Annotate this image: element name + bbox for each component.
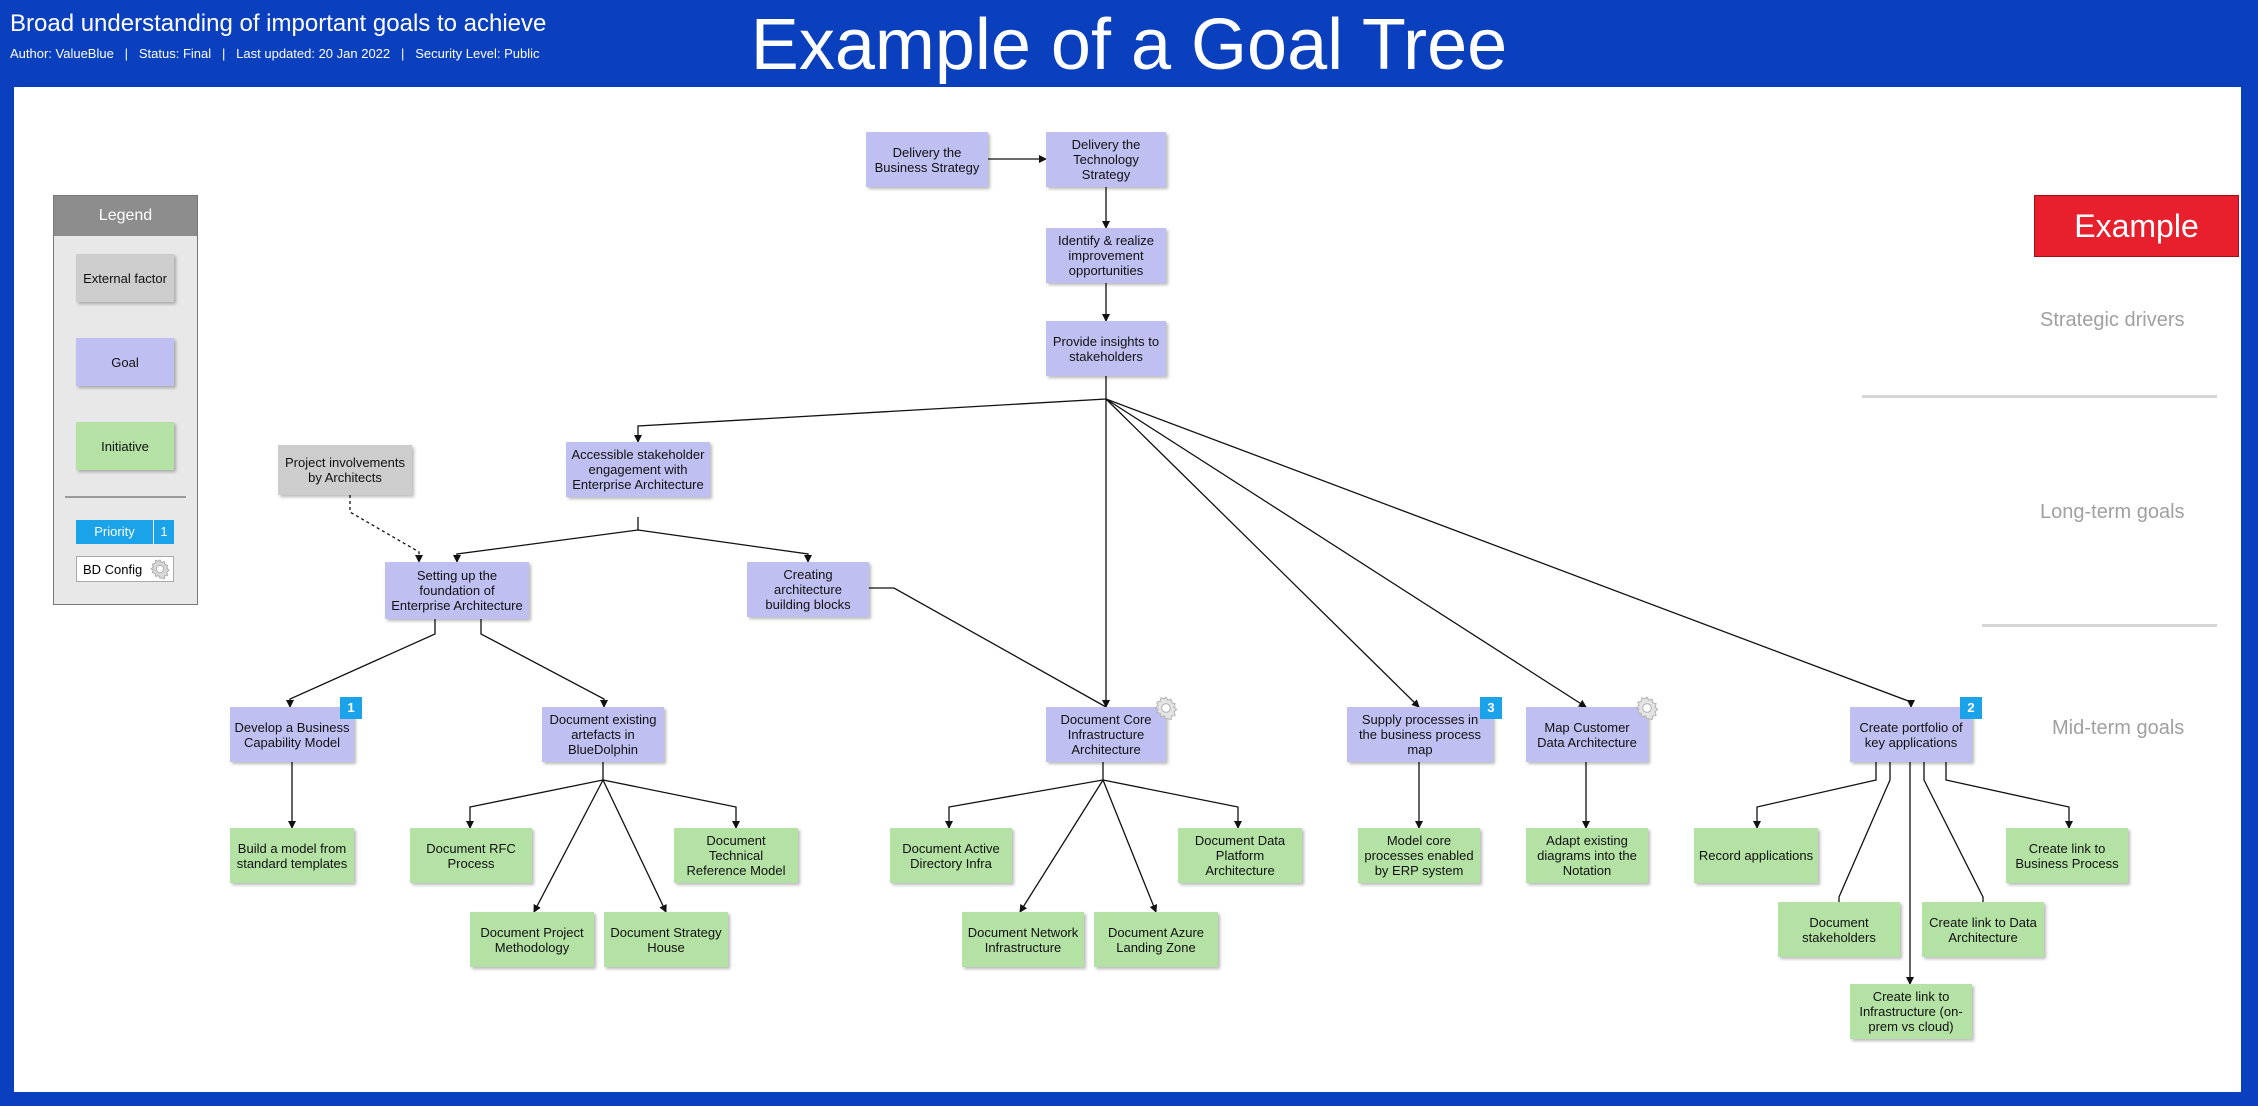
priority-badge: 2	[1960, 697, 1982, 719]
goal-develop-capability-model[interactable]: Develop a Business Capability Model	[230, 707, 354, 762]
initiative-document-project-methodology[interactable]: Document Project Methodology	[470, 912, 594, 967]
edge	[1105, 398, 1420, 708]
legend-panel: Legend External factor Goal Initiative P…	[53, 195, 198, 605]
legend-goal: Goal	[76, 338, 174, 386]
edge	[869, 587, 1107, 708]
zone-strategic-drivers: Strategic drivers	[2040, 309, 2185, 331]
initiative-document-active-directory[interactable]: Document Active Directory Infra	[890, 828, 1012, 883]
legend-initiative: Initiative	[76, 422, 174, 470]
edge	[602, 779, 667, 913]
edge	[1102, 779, 1242, 829]
edge	[1835, 762, 1891, 913]
legend-divider	[65, 496, 186, 498]
edge	[1945, 762, 2073, 829]
edge	[1923, 762, 1987, 913]
edge	[1105, 398, 1915, 708]
initiative-document-azure[interactable]: Document Azure Landing Zone	[1094, 912, 1218, 967]
zone-divider	[1982, 624, 2217, 627]
diagram-canvas: Legend External factor Goal Initiative P…	[14, 87, 2241, 1092]
edge	[1105, 398, 1587, 708]
initiative-document-stakeholders[interactable]: Document stakeholders	[1778, 902, 1900, 957]
edge	[1019, 779, 1104, 913]
initiative-document-network[interactable]: Document Network Infrastructure	[962, 912, 1084, 967]
initiative-record-applications[interactable]: Record applications	[1694, 828, 1818, 883]
legend-external-factor: External factor	[76, 254, 174, 302]
priority-badge: 3	[1480, 697, 1502, 719]
initiative-create-link-data[interactable]: Create link to Data Architecture	[1922, 902, 2044, 957]
initiative-document-strategy-house[interactable]: Document Strategy House	[604, 912, 728, 967]
gear-icon	[1154, 696, 1178, 721]
goal-identify-realize[interactable]: Identify & realize improvement opportuni…	[1046, 228, 1166, 283]
initiative-model-core-processes[interactable]: Model core processes enabled by ERP syst…	[1358, 828, 1480, 883]
goal-setting-foundation[interactable]: Setting up the foundation of Enterprise …	[385, 562, 529, 619]
goal-delivery-technology-strategy[interactable]: Delivery the Technology Strategy	[1046, 132, 1166, 187]
gear-icon	[150, 559, 170, 580]
example-badge: Example	[2034, 195, 2239, 257]
header-meta: Author: ValueBlue | Status: Final | Last…	[10, 46, 540, 61]
priority-badge: 1	[340, 697, 362, 719]
legend-title: Legend	[54, 196, 197, 236]
goal-create-portfolio[interactable]: Create portfolio of key applications	[1850, 707, 1972, 762]
goal-supply-processes[interactable]: Supply processes in the business process…	[1347, 707, 1493, 762]
legend-bd-config: BD Config	[76, 556, 174, 582]
legend-bd-config-label: BD Config	[83, 561, 143, 577]
edge	[286, 619, 436, 708]
edge	[634, 376, 1107, 443]
external-project-involvements[interactable]: Project involvements by Architects	[278, 445, 412, 495]
goal-creating-building-blocks[interactable]: Creating architecture building blocks	[747, 562, 869, 617]
header-subtitle: Broad understanding of important goals t…	[10, 10, 547, 37]
goal-accessible-engagement[interactable]: Accessible stakeholder engagement with E…	[566, 442, 710, 497]
initiative-document-data-platform[interactable]: Document Data Platform Architecture	[1178, 828, 1302, 883]
goal-document-artefacts[interactable]: Document existing artefacts in BlueDolph…	[542, 707, 664, 762]
edge	[533, 779, 604, 913]
edge	[453, 517, 639, 563]
goal-map-customer-data[interactable]: Map Customer Data Architecture	[1526, 707, 1648, 762]
gear-icon	[1635, 696, 1659, 721]
initiative-document-trm[interactable]: Document Technical Reference Model	[674, 828, 798, 883]
edge	[349, 495, 423, 563]
edge	[602, 779, 740, 829]
initiative-create-link-business-process[interactable]: Create link to Business Process	[2006, 828, 2128, 883]
zone-long-term-goals: Long-term goals	[2040, 501, 2185, 523]
edge	[480, 619, 608, 708]
edge	[1102, 779, 1158, 913]
legend-priority-value: 1	[160, 524, 168, 539]
initiative-adapt-diagrams[interactable]: Adapt existing diagrams into the Notatio…	[1526, 828, 1648, 883]
goal-delivery-business-strategy[interactable]: Delivery the Business Strategy	[866, 132, 988, 187]
edge	[1753, 762, 1877, 829]
legend-priority-label: Priority	[76, 520, 154, 544]
zone-mid-term-goals: Mid-term goals	[2052, 717, 2185, 739]
edge	[637, 529, 812, 563]
goal-provide-insights[interactable]: Provide insights to stakeholders	[1046, 321, 1166, 376]
initiative-build-model[interactable]: Build a model from standard templates	[230, 828, 354, 883]
edge	[945, 762, 1104, 829]
legend-priority: Priority 1	[76, 520, 174, 544]
zone-divider	[1862, 395, 2217, 398]
goal-document-core-infrastructure[interactable]: Document Core Infrastructure Architectur…	[1046, 707, 1166, 762]
initiative-create-link-infrastructure[interactable]: Create link to Infrastructure (on-prem v…	[1850, 984, 1972, 1039]
edge	[466, 762, 604, 829]
page-title: Example of a Goal Tree	[750, 5, 1508, 85]
initiative-document-rfc[interactable]: Document RFC Process	[410, 828, 532, 883]
